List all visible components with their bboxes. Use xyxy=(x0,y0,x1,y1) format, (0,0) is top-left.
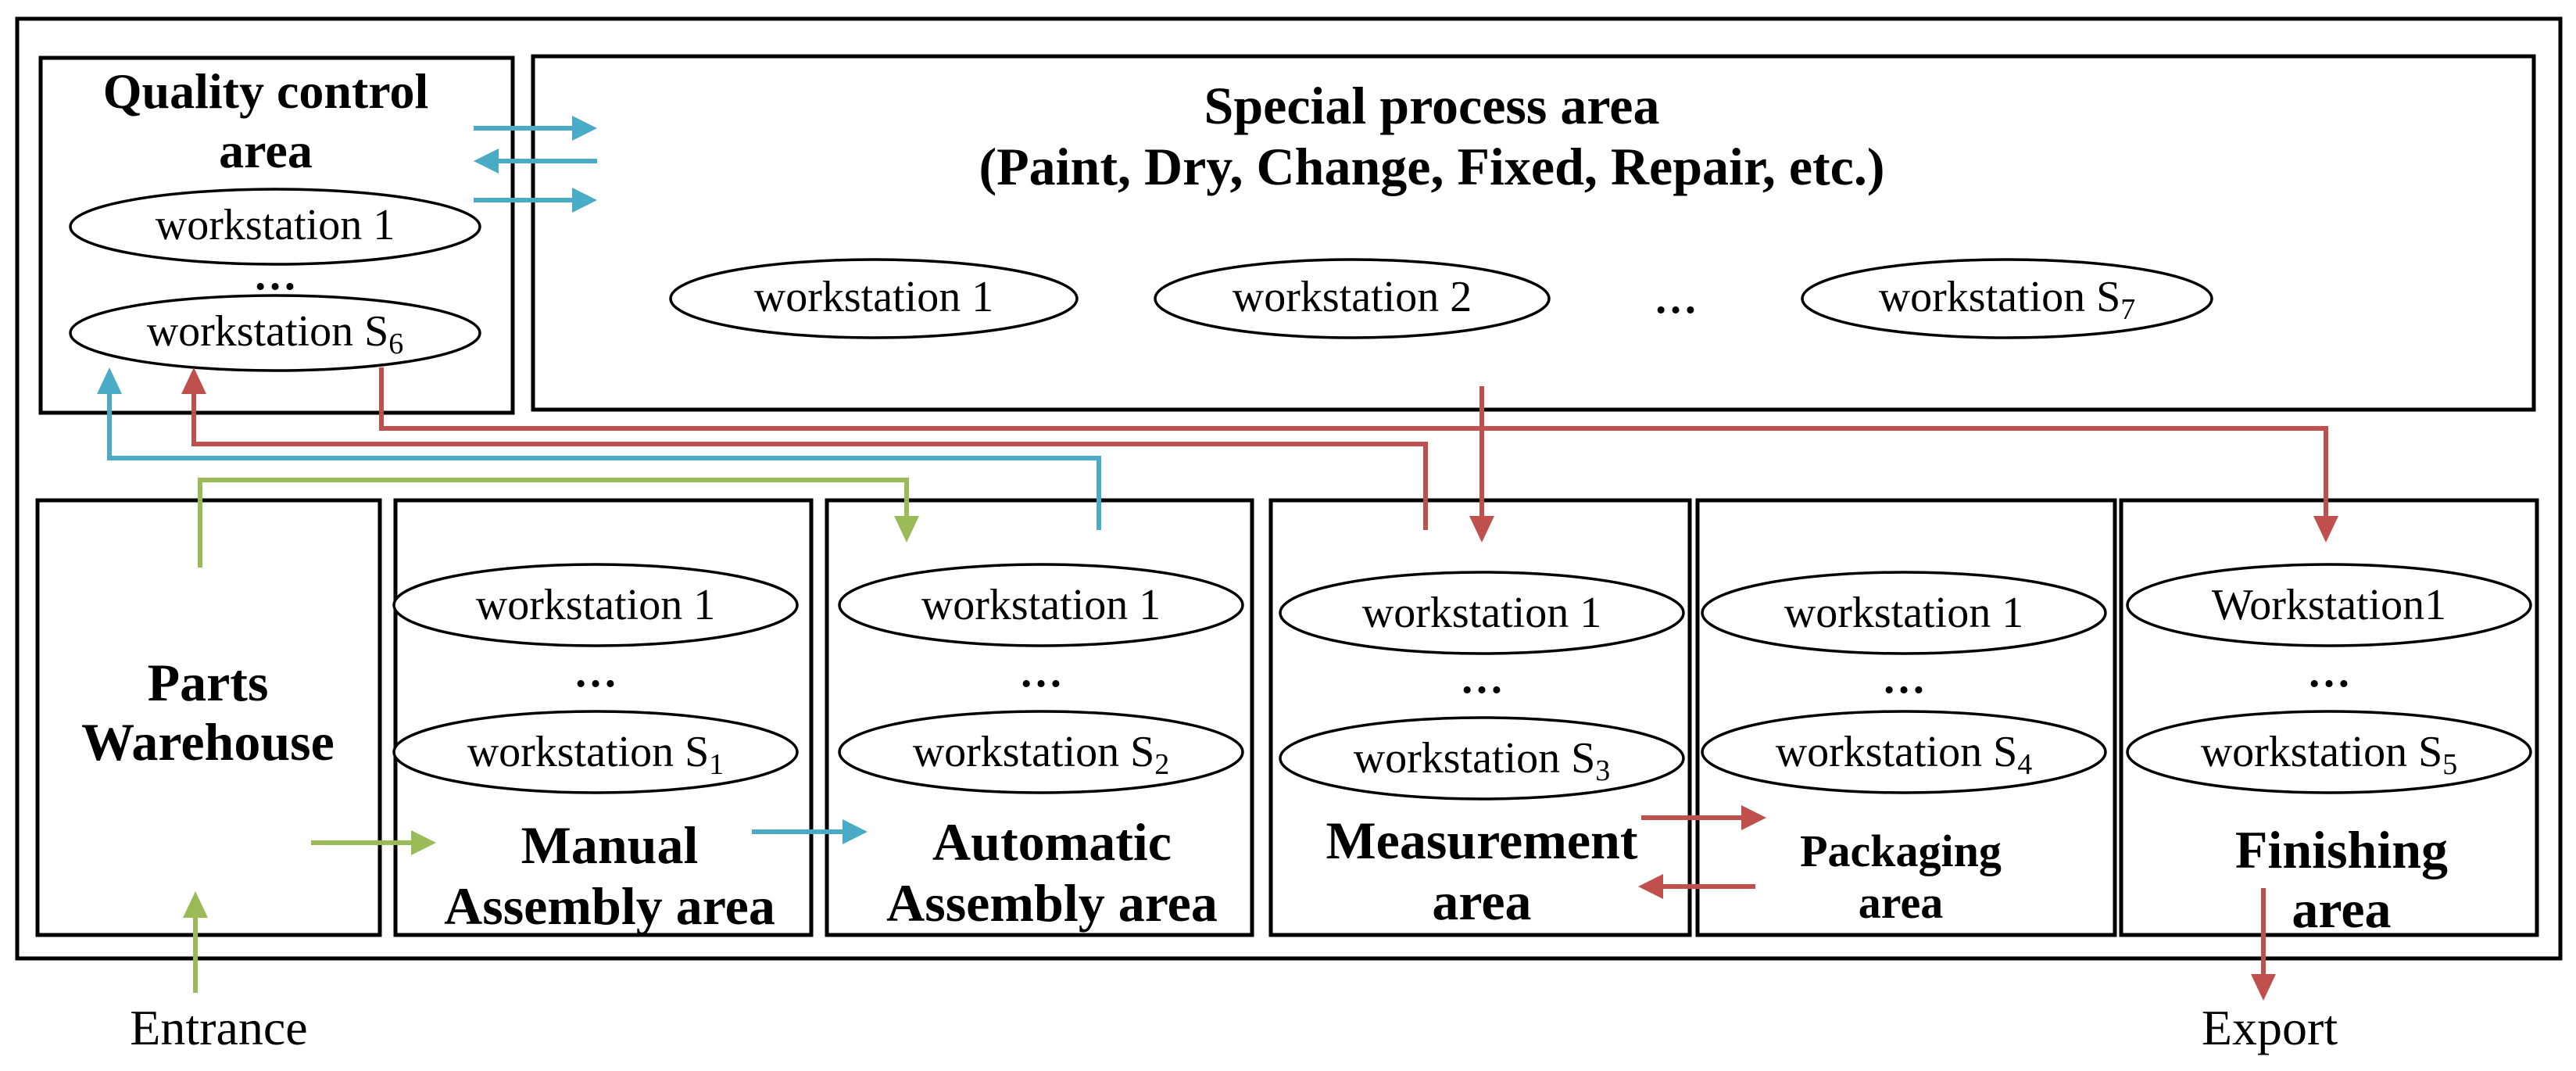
measurement-area: workstation 1 … workstation S3 Measureme… xyxy=(1268,498,1692,937)
blue-arrowhead-3 xyxy=(572,188,597,213)
ma-workstation-last-label: workstation S1 xyxy=(467,728,724,781)
me-workstation-1-label: workstation 1 xyxy=(1362,589,1601,637)
green-arrowhead-2 xyxy=(411,830,436,855)
me-workstation-last xyxy=(1279,716,1685,801)
red-arrowhead-4 xyxy=(1741,805,1766,830)
fi-dots: … xyxy=(2307,648,2351,697)
pa-workstation-last-label: workstation S4 xyxy=(1776,728,2033,781)
parts-warehouse-area: Parts Warehouse xyxy=(35,498,382,937)
sp-dots: … xyxy=(1654,274,1698,323)
manual-assembly-title-1: Manual xyxy=(521,815,699,875)
parts-warehouse-box xyxy=(35,498,382,937)
pa-workstation-last xyxy=(1701,710,2107,794)
blue-flows xyxy=(97,116,1101,844)
fi-workstation-last-label: workstation S5 xyxy=(2201,728,2458,781)
manual-assembly-box xyxy=(393,498,814,937)
sp-workstation-1-label: workstation 1 xyxy=(754,273,993,321)
finishing-title-1: Finishing xyxy=(2235,820,2448,879)
quality-control-title-2: area xyxy=(219,123,313,178)
blue-arrowhead-1 xyxy=(572,116,597,141)
qc-workstation-last xyxy=(69,294,481,372)
packaging-box xyxy=(1695,498,2117,937)
special-process-box xyxy=(531,54,2536,412)
automatic-assembly-title-2: Assembly area xyxy=(886,873,1218,933)
automatic-assembly-area: workstation 1 … workstation S2 Automatic… xyxy=(825,498,1254,937)
pa-workstation-1-label: workstation 1 xyxy=(1784,589,2023,637)
special-process-title-2: (Paint, Dry, Change, Fixed, Repair, etc.… xyxy=(979,137,1884,196)
sp-workstation-2-label: workstation 2 xyxy=(1233,273,1472,321)
blue-arrowhead-2 xyxy=(474,149,499,174)
automatic-assembly-title-1: Automatic xyxy=(932,812,1172,872)
ma-workstation-1 xyxy=(392,563,799,647)
red-arrowhead-5 xyxy=(1638,874,1663,899)
packaging-area: workstation 1 … workstation S4 Packaging… xyxy=(1695,498,2117,937)
measurement-title-2: area xyxy=(1432,872,1531,931)
aa-workstation-1 xyxy=(838,563,1244,647)
sp-workstation-last-label: workstation S7 xyxy=(1879,273,2136,326)
parts-warehouse-title-1: Parts xyxy=(148,653,269,712)
red-arrowhead-3 xyxy=(1469,516,1494,543)
export-label: Export xyxy=(2202,1000,2338,1055)
qc-dots: … xyxy=(253,251,297,299)
blue-arrowhead-4 xyxy=(97,367,122,394)
finishing-box xyxy=(2119,498,2539,937)
parts-warehouse-title-2: Warehouse xyxy=(81,712,335,772)
manual-assembly-area: workstation 1 … workstation S1 Manual As… xyxy=(392,498,814,937)
pa-dots: … xyxy=(1882,654,1926,703)
fi-workstation-last xyxy=(2126,710,2532,794)
me-workstation-last-label: workstation S3 xyxy=(1354,734,1611,787)
measurement-title-1: Measurement xyxy=(1326,811,1637,870)
blue-arrowhead-5 xyxy=(843,819,868,844)
red-arrow-me-to-qc xyxy=(191,391,1428,530)
quality-control-box xyxy=(38,56,515,415)
aa-dots: … xyxy=(1019,648,1063,697)
manual-assembly-title-2: Assembly area xyxy=(444,876,775,936)
green-arrow-warehouse-to-aa xyxy=(198,478,909,568)
me-workstation-1 xyxy=(1279,571,1685,655)
me-dots: … xyxy=(1460,654,1504,703)
fi-workstation-1-label: Workstation1 xyxy=(2212,581,2446,629)
red-arrow-qc-to-finishing xyxy=(379,367,2328,519)
entrance-label: Entrance xyxy=(130,1000,307,1055)
outer-frame xyxy=(15,16,2563,961)
special-process-area: Special process area (Paint, Dry, Change… xyxy=(531,54,2536,412)
ma-workstation-1-label: workstation 1 xyxy=(476,581,715,629)
quality-control-area: Quality control area workstation 1 … wor… xyxy=(38,56,515,415)
green-arrowhead-3 xyxy=(183,891,208,918)
qc-workstation-1 xyxy=(69,188,481,266)
green-flows xyxy=(183,478,919,993)
red-flows xyxy=(181,367,2338,1001)
green-arrowhead-1 xyxy=(894,516,919,543)
aa-workstation-last xyxy=(838,710,1244,794)
fi-workstation-1 xyxy=(2126,563,2532,647)
qc-workstation-1-label: workstation 1 xyxy=(156,201,395,249)
packaging-title-2: area xyxy=(1859,877,1943,928)
ma-dots: … xyxy=(574,648,617,697)
ma-workstation-last xyxy=(392,710,799,794)
finishing-title-2: area xyxy=(2292,879,2391,939)
aa-workstation-1-label: workstation 1 xyxy=(921,581,1161,629)
quality-control-title-1: Quality control xyxy=(103,63,429,119)
automatic-assembly-box xyxy=(825,498,1254,937)
packaging-title-1: Packaging xyxy=(1800,826,2002,876)
sp-workstation-last xyxy=(1801,258,2213,339)
sp-workstation-1 xyxy=(669,258,1079,339)
aa-workstation-last-label: workstation S2 xyxy=(913,728,1170,781)
blue-arrow-aa-to-qc xyxy=(107,391,1101,530)
qc-workstation-last-label: workstation S6 xyxy=(147,307,404,360)
red-arrowhead-2 xyxy=(2313,516,2338,543)
red-arrowhead-6 xyxy=(2251,974,2276,1001)
sp-workstation-2 xyxy=(1154,258,1551,339)
finishing-area: Workstation1 … workstation S5 Finishing … xyxy=(2119,498,2539,939)
special-process-title-1: Special process area xyxy=(1204,76,1660,135)
red-arrowhead-1 xyxy=(181,367,206,394)
pa-workstation-1 xyxy=(1701,571,2107,655)
